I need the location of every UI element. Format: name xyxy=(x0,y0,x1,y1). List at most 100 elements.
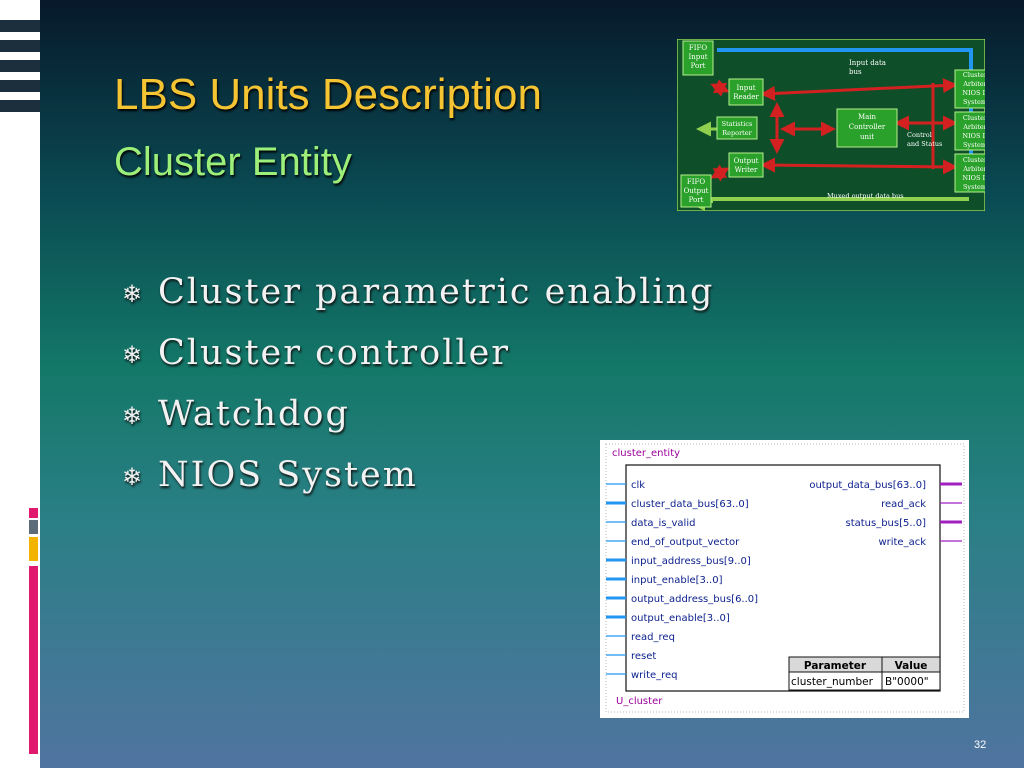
output-port-label: status_bus[5..0] xyxy=(845,518,926,529)
input-port-label: input_enable[3..0] xyxy=(631,575,723,586)
signal-line xyxy=(760,78,958,101)
output-port-label: output_data_bus[63..0] xyxy=(809,480,926,491)
output-writer-block xyxy=(728,152,764,178)
input-port-label: clk xyxy=(631,480,645,491)
left-port-group: clk cluster_data_bus[63..0] data_is_valide… xyxy=(606,480,758,681)
fifo-output-port-block xyxy=(680,174,712,208)
input-port-label: reset xyxy=(631,651,656,662)
output-writer-label: Writer xyxy=(735,166,758,174)
output-port-label: write_ack xyxy=(878,537,926,548)
input-port-label: end_of_output_vector xyxy=(631,537,740,548)
cluster-label: System xyxy=(963,98,985,106)
cluster-label: Arbiter xyxy=(962,123,985,131)
parameter-header: Parameter xyxy=(804,660,867,672)
signal-line xyxy=(710,79,730,97)
cluster-label: Cluster xyxy=(963,156,985,164)
accent-bar-pink-long xyxy=(29,566,38,754)
cluster-label: Arbiter xyxy=(962,80,985,88)
fifo-input-label: Port xyxy=(691,62,706,70)
page-number: 32 xyxy=(974,739,987,751)
bullet-text: Cluster parametric enabling xyxy=(158,272,715,312)
main-controller-label: Controller xyxy=(849,123,886,131)
bullet-text: Watchdog xyxy=(158,394,350,434)
bullet-text: Cluster controller xyxy=(158,333,511,373)
slide-title: LBS Units Description xyxy=(114,70,542,119)
fifo-output-label: Output xyxy=(684,187,709,195)
cluster-label: NIOS II xyxy=(962,174,985,182)
input-port-label: output_enable[3..0] xyxy=(631,613,730,624)
instance-name: U_cluster xyxy=(616,696,663,707)
input-port-label: input_address_bus[9..0] xyxy=(631,556,751,567)
input-bus-label: bus xyxy=(849,68,862,76)
main-controller-label: Main xyxy=(858,113,877,121)
input-reader-block xyxy=(728,78,764,106)
cluster-block-frame xyxy=(954,153,985,193)
input-reader-label: Input xyxy=(736,84,755,92)
fifo-input-port-block xyxy=(682,40,714,76)
input-port-label: data_is_valid xyxy=(631,518,695,529)
input-port-label: cluster_data_bus[63..0] xyxy=(631,499,749,510)
decor-bar xyxy=(0,40,40,52)
bullet-item: ❄ Cluster parametric enabling xyxy=(122,264,714,325)
value-header: Value xyxy=(895,660,928,672)
block-diagram: FIFO Input Port Input data bus Input Rea… xyxy=(677,39,985,211)
cluster-label: Arbiter xyxy=(962,165,985,173)
input-reader-label: Reader xyxy=(733,93,759,101)
parameter-value-cell: B"0000" xyxy=(885,676,929,688)
output-writer-label: Output xyxy=(734,157,759,165)
output-port-label: read_ack xyxy=(881,499,926,510)
control-status-label: and Status xyxy=(907,140,942,148)
decor-bar xyxy=(0,80,40,92)
muxed-output-label: Muxed output data bus xyxy=(827,192,904,200)
cluster-block: Cluster Arbiter NIOS II System xyxy=(954,69,985,109)
input-bus-label: Input data xyxy=(849,59,886,67)
signal-line xyxy=(710,164,730,182)
cluster-label: System xyxy=(963,141,985,149)
decor-bar xyxy=(0,100,40,112)
slide: LBS Units Description Cluster Entity ❄ Cl… xyxy=(40,0,1024,768)
snowflake-bullet-icon: ❄ xyxy=(122,279,145,308)
left-decorative-strip xyxy=(0,0,40,768)
bullet-item: ❄ Watchdog xyxy=(122,386,714,447)
signal-line xyxy=(760,157,958,175)
fifo-input-label: FIFO xyxy=(689,44,707,52)
cluster-block-frame xyxy=(954,69,985,109)
snowflake-bullet-icon: ❄ xyxy=(122,401,145,430)
fifo-output-label: Port xyxy=(689,196,704,204)
fifo-input-label: Input xyxy=(688,53,707,61)
bullet-list: ❄ Cluster parametric enabling ❄ Cluster co… xyxy=(122,264,714,508)
snowflake-bullet-icon: ❄ xyxy=(122,462,145,491)
statistics-reporter-label: Statistics xyxy=(722,120,753,128)
snowflake-bullet-icon: ❄ xyxy=(122,340,145,369)
symbol-dotted-frame xyxy=(605,443,965,713)
input-port-label: write_req xyxy=(631,670,678,681)
input-port-label: output_address_bus[6..0] xyxy=(631,594,758,605)
cluster-block-frame xyxy=(954,111,985,151)
accent-bar-yellow xyxy=(29,537,38,561)
bullet-text: NIOS System xyxy=(158,455,418,495)
statistics-reporter-label: Reporter xyxy=(722,129,752,137)
main-controller-block xyxy=(836,108,898,148)
decor-bar xyxy=(0,60,40,72)
statistics-reporter-block xyxy=(716,116,758,140)
main-controller-label: unit xyxy=(860,133,874,141)
control-status-label: Control xyxy=(907,131,932,139)
input-port-label: read_req xyxy=(631,632,675,643)
parameter-name-cell: cluster_number xyxy=(791,676,874,688)
cluster-label: NIOS II xyxy=(962,89,985,97)
fifo-output-label: FIFO xyxy=(687,178,705,186)
parameter-table-header xyxy=(788,656,941,673)
entity-name: cluster_entity xyxy=(612,448,680,459)
bullet-item: ❄ NIOS System xyxy=(122,447,714,508)
cluster-entity-symbol: cluster_entity U_cluster clk cluster_data… xyxy=(600,440,969,718)
cluster-block: Cluster Arbiter NIOS II System xyxy=(954,153,985,193)
slide-subtitle: Cluster Entity xyxy=(114,140,352,184)
cluster-label: Cluster xyxy=(963,71,985,79)
accent-bar-pink xyxy=(29,508,38,518)
cluster-label: Cluster xyxy=(963,114,985,122)
bullet-item: ❄ Cluster controller xyxy=(122,325,714,386)
right-port-group: output_data_bus[63..0] read_ack status_bus… xyxy=(809,480,962,548)
cluster-label: NIOS II xyxy=(962,132,985,140)
cluster-block: Cluster Arbiter NIOS II System xyxy=(954,111,985,151)
cluster-label: System xyxy=(963,183,985,191)
